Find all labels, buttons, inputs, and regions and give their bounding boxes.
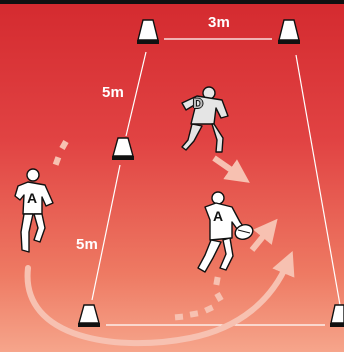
- cone-icon: [112, 138, 134, 160]
- defender-label: D: [193, 95, 203, 111]
- left-lower-line: [92, 165, 120, 300]
- distance-label-left-lower: 5m: [76, 236, 98, 253]
- left-upper-line: [126, 52, 146, 136]
- cone-icon: [278, 20, 300, 44]
- pass-arrow: [252, 228, 270, 250]
- cone-icon: [330, 305, 344, 327]
- distance-label-left-upper: 5m: [102, 84, 124, 101]
- curved-run-arrow: [28, 262, 288, 343]
- dotted-run-bottom: [175, 277, 224, 321]
- defender-arrow: [214, 158, 240, 176]
- attacker-left-label: A: [27, 190, 37, 206]
- defender-player-icon: [182, 87, 228, 152]
- attacker-center-player-icon: [198, 192, 255, 272]
- cone-icon: [78, 305, 100, 327]
- dotted-run-left: [53, 140, 69, 166]
- cone-icon: [137, 20, 159, 44]
- attacker-center-label: A: [213, 208, 223, 224]
- right-line: [296, 55, 340, 305]
- attacker-left-player-icon: [15, 169, 53, 252]
- distance-label-top: 3m: [208, 14, 230, 31]
